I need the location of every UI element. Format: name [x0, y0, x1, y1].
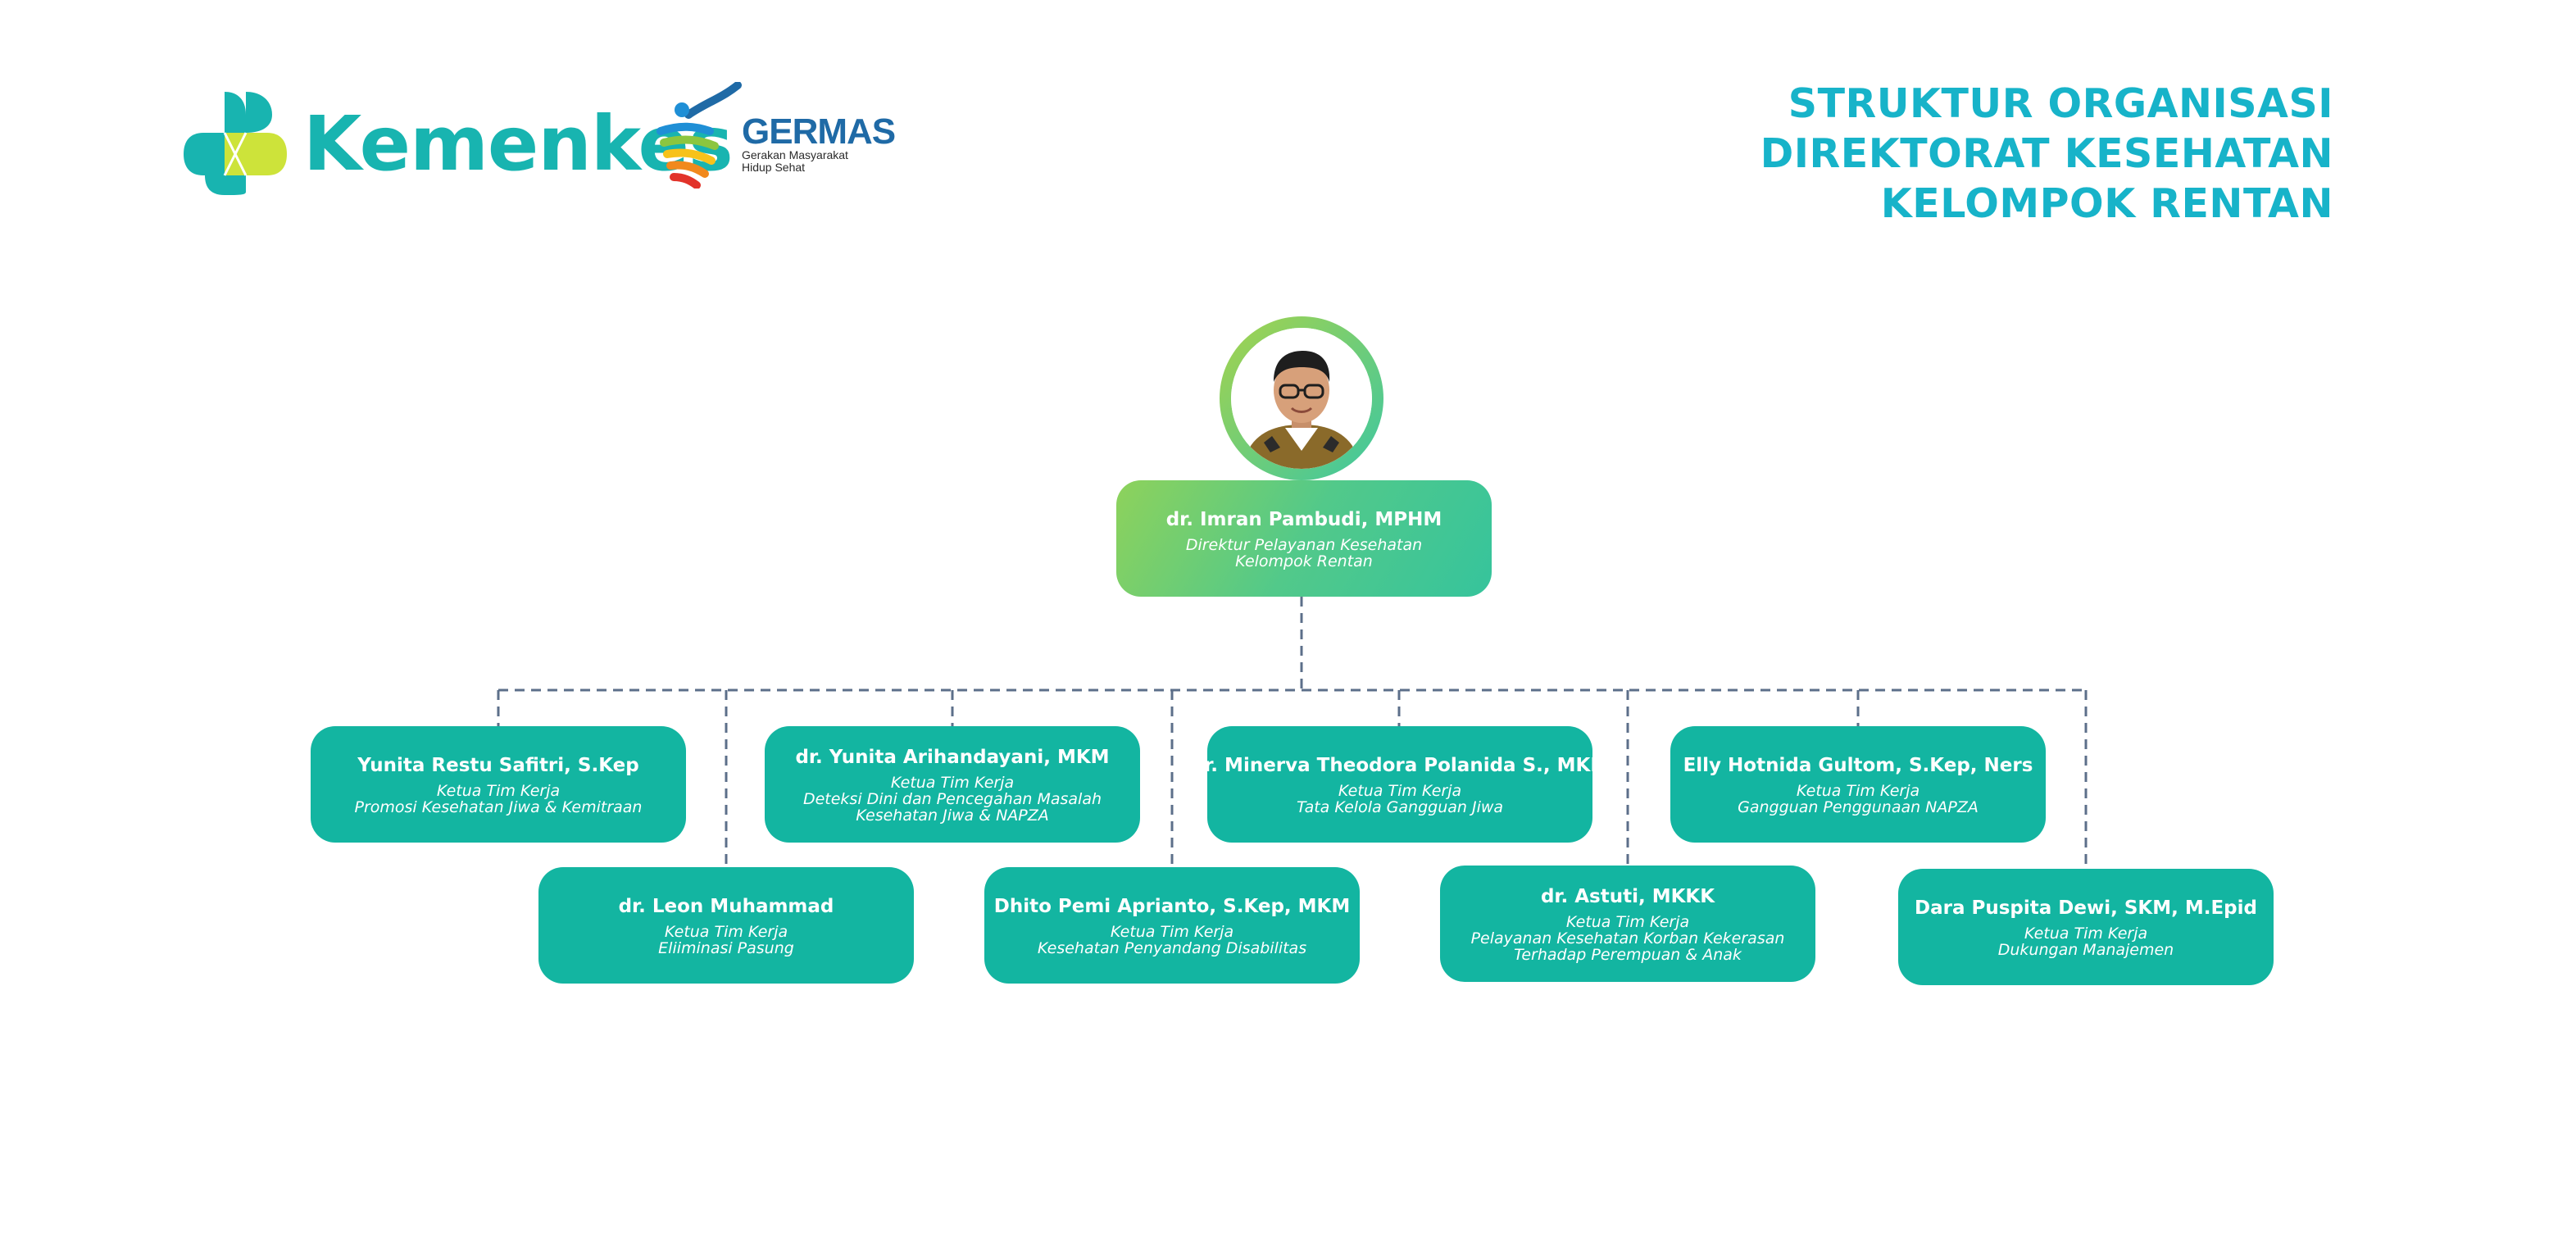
team-card-6: dr. Astuti, MKKK Ketua Tim Kerja Pelayan… [1440, 866, 1815, 982]
team-7-name: Elly Hotnida Gultom, S.Kep, Ners [1683, 755, 2033, 776]
team-card-3: dr. Yunita Arihandayani, MKM Ketua Tim K… [765, 726, 1140, 843]
team-3-role-line-3: Kesehatan Jiwa & NAPZA [856, 807, 1049, 825]
team-6-role-line-3: Terhadap Perempuan & Anak [1514, 946, 1742, 964]
team-4-name: Dhito Pemi Aprianto, S.Kep, MKM [993, 896, 1351, 917]
team-3-role-line-1: Ketua Tim Kerja [890, 774, 1015, 792]
team-2-role-line-1: Ketua Tim Kerja [664, 923, 788, 941]
team-5-role-line-2: Tata Kelola Gangguan Jiwa [1296, 798, 1504, 816]
team-3-role-line-2: Deteksi Dini dan Pencegahan Masalah [802, 790, 1102, 808]
team-8-role-line-2: Dukungan Manajemen [1997, 941, 2174, 959]
team-5-role-line-1: Ketua Tim Kerja [1338, 782, 1462, 800]
team-1-name: Yunita Restu Safitri, S.Kep [357, 755, 639, 776]
team-8-name: Dara Puspita Dewi, SKM, M.Epid [1914, 897, 2257, 919]
germas-wordmark: GERMAS [742, 111, 896, 152]
team-1-role-line-2: Promosi Kesehatan Jiwa & Kemitraan [354, 798, 643, 816]
team-8-role-line-1: Ketua Tim Kerja [2024, 925, 2148, 943]
team-1-role-line-1: Ketua Tim Kerja [436, 782, 561, 800]
page-title: STRUKTUR ORGANISASI DIREKTORAT KESEHATAN… [1760, 79, 2333, 229]
germas-tagline: Gerakan Masyarakat Hidup Sehat [742, 148, 848, 174]
director-photo-frame [1220, 316, 1383, 480]
team-4-role-line-2: Kesehatan Penyandang Disabilitas [1037, 939, 1307, 957]
director-role-line-1: Direktur Pelayanan Kesehatan [1185, 536, 1423, 554]
team-card-4: Dhito Pemi Aprianto, S.Kep, MKM Ketua Ti… [984, 867, 1360, 984]
team-card-1: Yunita Restu Safitri, S.Kep Ketua Tim Ke… [311, 726, 686, 843]
team-card-7: Elly Hotnida Gultom, S.Kep, Ners Ketua T… [1670, 726, 2046, 843]
director-card: dr. Imran Pambudi, MPHM Direktur Pelayan… [1116, 480, 1492, 597]
team-5-name: dr. Minerva Theodora Polanida S., MKM [1190, 755, 1610, 776]
team-6-role-line-2: Pelayanan Kesehatan Korban Kekerasan [1470, 929, 1785, 947]
team-7-role-line-1: Ketua Tim Kerja [1796, 782, 1920, 800]
team-7-role-line-2: Gangguan Penggunaan NAPZA [1738, 798, 1979, 816]
director-avatar [1231, 328, 1372, 469]
team-2-name: dr. Leon Muhammad [618, 896, 834, 917]
team-4-role-line-1: Ketua Tim Kerja [1110, 923, 1234, 941]
team-3-name: dr. Yunita Arihandayani, MKM [795, 747, 1110, 768]
title-line-1: STRUKTUR ORGANISASI [1788, 80, 2333, 127]
person-portrait-icon [1231, 328, 1372, 469]
director-role-line-2: Kelompok Rentan [1235, 552, 1373, 570]
germas-logo: GERMAS Gerakan Masyarakat Hidup Sehat [656, 81, 896, 189]
team-card-2: dr. Leon Muhammad Ketua Tim Kerja Eliimi… [538, 867, 914, 984]
director-name: dr. Imran Pambudi, MPHM [1165, 509, 1442, 530]
team-2-role-line-2: Eliiminasi Pasung [658, 939, 794, 957]
kemenkes-emblem-icon [184, 92, 287, 195]
team-card-5: dr. Minerva Theodora Polanida S., MKM Ke… [1191, 726, 1609, 843]
germas-emblem-icon [656, 81, 742, 189]
title-line-2: DIREKTORAT KESEHATAN [1760, 130, 2333, 177]
team-6-role-line-1: Ketua Tim Kerja [1565, 913, 1690, 931]
team-card-8: Dara Puspita Dewi, SKM, M.Epid Ketua Tim… [1898, 869, 2274, 985]
team-6-name: dr. Astuti, MKKK [1540, 886, 1715, 907]
title-line-3: KELOMPOK RENTAN [1880, 180, 2333, 227]
